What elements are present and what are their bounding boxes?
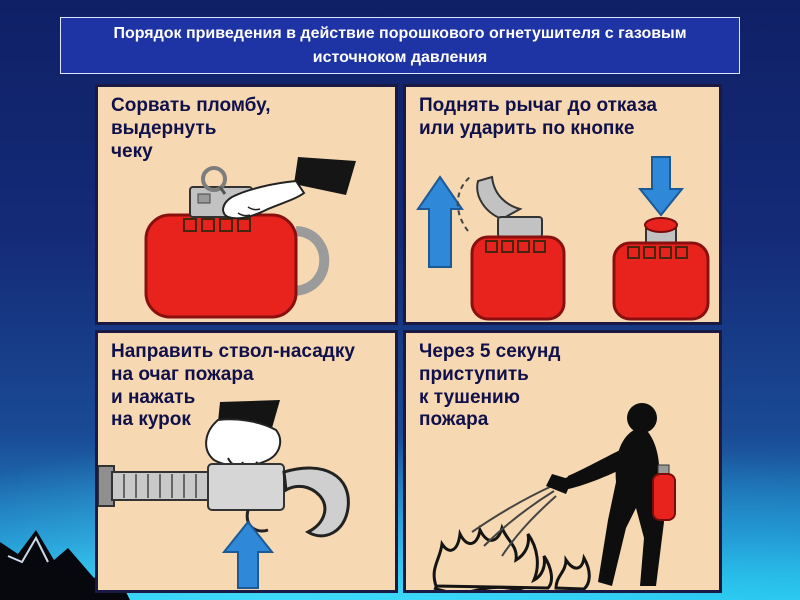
step-3-caption: Направить ствол-насадку на очаг пожара и…: [111, 341, 355, 431]
panel-step-2: Поднять рычаг до отказа или ударить по к…: [403, 84, 722, 325]
step-1-caption: Сорвать пломбу, выдернуть чеку: [111, 95, 271, 162]
down-arrow-icon: [637, 156, 685, 217]
instruction-grid: Сорвать пломбу, выдернуть чеку: [95, 84, 722, 593]
hand-extinguisher-icon: [565, 461, 676, 521]
pull-pin-illustration: [144, 157, 356, 319]
flames-icon: [432, 523, 591, 590]
panel-step-4: Через 5 секунд приступить к тушению пожа…: [403, 330, 722, 593]
step-4-caption: Через 5 секунд приступить к тушению пожа…: [419, 341, 561, 431]
title-banner: Порядок приведения в действие порошковог…: [60, 17, 740, 74]
step-2-caption: Поднять рычаг до отказа или ударить по к…: [419, 95, 657, 139]
safety-pin-ring-icon: [201, 166, 227, 195]
raise-lever-illustration: [416, 156, 710, 321]
aim-nozzle-illustration: [98, 400, 350, 589]
slide-title: Порядок приведения в действие порошковог…: [113, 25, 687, 66]
extinguisher-icon: [144, 186, 330, 319]
button-extinguisher-icon: [612, 217, 710, 321]
panel-step-3: Направить ствол-насадку на очаг пожара и…: [95, 330, 398, 593]
up-arrow-icon: [416, 175, 464, 268]
hand-icon: [205, 400, 282, 469]
up-arrow-icon: [221, 520, 275, 589]
nozzle-gun-icon: [98, 463, 350, 538]
panel-step-1: Сорвать пломбу, выдернуть чеку: [95, 84, 398, 325]
firefighter-silhouette-icon: [546, 403, 664, 586]
lever-extinguisher-icon: [456, 175, 566, 321]
spray-icon: [471, 485, 557, 557]
hand-icon: [222, 157, 356, 220]
extinguish-fire-illustration: [432, 403, 676, 590]
